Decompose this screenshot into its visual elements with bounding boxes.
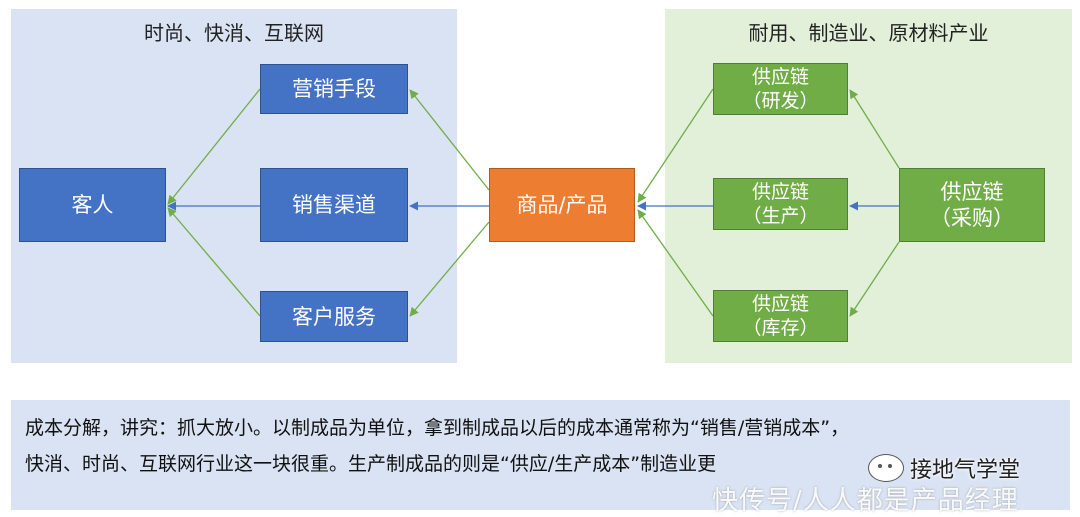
note-line-2: 快消、时尚、互联网行业这一块很重。生产制成品的则是“供应/生产成本”制造业更 [25, 453, 717, 475]
edge-service-to-customer [167, 207, 261, 317]
edge-inventory-to-product [637, 209, 714, 317]
wechat-icon [868, 454, 904, 482]
node-sales-channel-label: 销售渠道 [292, 193, 376, 217]
node-customer-service: 客户服务 [260, 291, 408, 342]
node-product-label: 商品/产品 [516, 193, 608, 217]
node-customer-label: 客人 [71, 193, 114, 217]
node-supply-chain-procurement: 供应链 （采购） [899, 168, 1045, 242]
node-customer-service-label: 客户服务 [292, 304, 376, 329]
node-supply-chain-production-line1: 供应链 [751, 181, 809, 203]
edge-procurement-to-inventory [849, 241, 900, 317]
edge-product-to-service [409, 221, 490, 317]
node-supply-chain-rd-line2: （研发） [742, 90, 819, 112]
edge-marketing-to-customer [167, 88, 261, 205]
watermark-account-name: 接地气学堂 [910, 458, 1021, 483]
edge-procurement-to-rd [849, 89, 900, 169]
note-line-1: 成本分解，讲究：抓大放小。以制成品为单位，拿到制成品以后的成本通常称为“销售/营… [25, 417, 850, 439]
left-panel-title: 时尚、快消、互联网 [144, 21, 324, 45]
node-supply-chain-rd-line1: 供应链 [751, 66, 809, 88]
node-supply-chain-inventory-line2: （库存） [742, 317, 819, 339]
node-customer: 客人 [19, 168, 166, 242]
edge-rd-to-product [637, 88, 714, 203]
node-sales-channel: 销售渠道 [260, 168, 408, 242]
node-supply-chain-inventory: 供应链 （库存） [713, 290, 848, 342]
right-panel-title: 耐用、制造业、原材料产业 [748, 21, 989, 45]
node-supply-chain-procurement-line2: （采购） [930, 206, 1014, 230]
node-marketing-label: 营销手段 [292, 77, 376, 101]
node-supply-chain-production-line2: （生产） [742, 205, 819, 227]
node-product: 商品/产品 [489, 168, 635, 242]
node-supply-chain-procurement-line1: 供应链 [940, 180, 1004, 204]
node-supply-chain-rd: 供应链 （研发） [713, 63, 848, 115]
edge-product-to-marketing [409, 89, 490, 191]
watermark-source: 快传号/人人都是产品经理 [712, 486, 1019, 516]
watermark-account: 接地气学堂 [868, 452, 1020, 484]
node-marketing: 营销手段 [260, 64, 408, 114]
node-supply-chain-inventory-line1: 供应链 [751, 293, 809, 315]
node-supply-chain-production: 供应链 （生产） [713, 178, 848, 230]
